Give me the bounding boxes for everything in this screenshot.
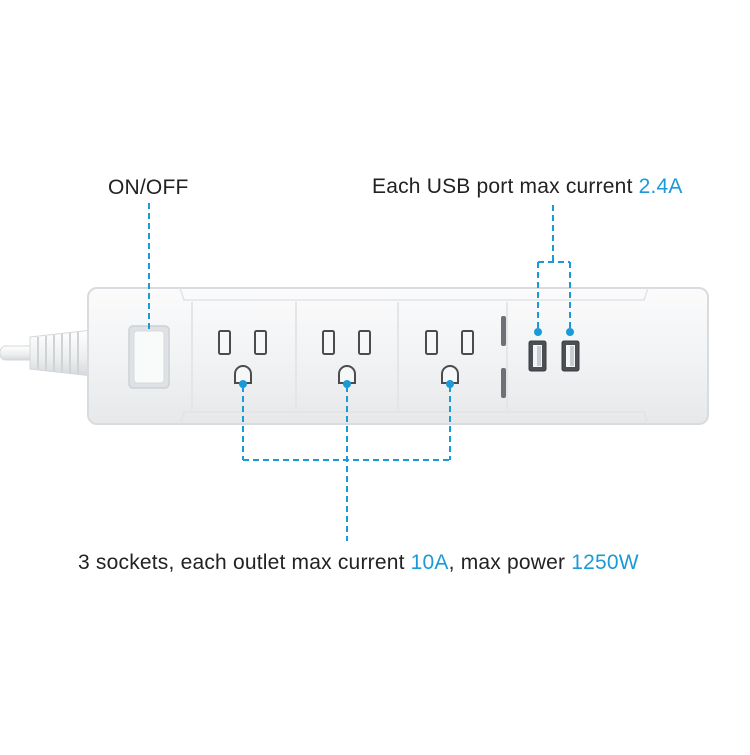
outlet-3[interactable]: [425, 330, 474, 384]
usb-current-value: 2.4A: [638, 175, 683, 198]
usb-callout-line: [537, 205, 571, 330]
socket-spec-label-mid: , max power: [448, 551, 572, 574]
onoff-label: ON/OFF: [108, 176, 189, 200]
socket-callout-line: [242, 386, 451, 541]
usb-port-2[interactable]: [561, 340, 580, 372]
usb-current-label: Each USB port max current 2.4A: [372, 175, 683, 199]
outlet-2[interactable]: [322, 330, 371, 384]
power-strip-body: [87, 287, 709, 425]
usb-panel-slots: [501, 316, 506, 398]
socket-current-value: 10A: [410, 551, 449, 574]
socket-callout-dots: [239, 380, 454, 388]
usb-current-label-text: Each USB port max current: [372, 175, 639, 198]
socket-spec-label-text: 3 sockets, each outlet max current: [78, 551, 411, 574]
outlet-1[interactable]: [218, 330, 267, 384]
power-switch[interactable]: [128, 325, 170, 389]
socket-power-value: 1250W: [571, 551, 639, 574]
power-cord: [0, 329, 93, 377]
onoff-label-text: ON/OFF: [108, 176, 189, 199]
usb-port-1[interactable]: [528, 340, 547, 372]
socket-spec-label: 3 sockets, each outlet max current 10A, …: [78, 551, 639, 575]
usb-callout-dots: [534, 328, 574, 336]
